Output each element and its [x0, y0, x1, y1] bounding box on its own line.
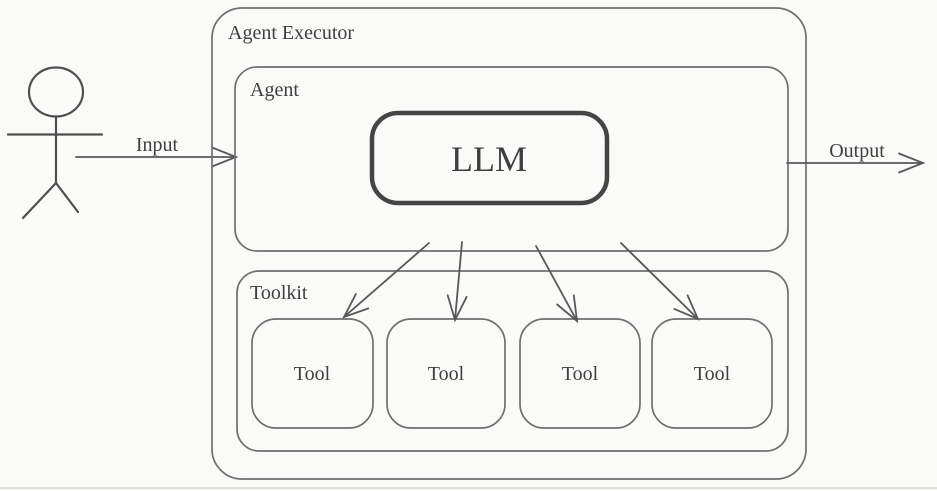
llm-to-tool-3-arrow	[535, 245, 579, 324]
input-label: Input	[136, 134, 179, 156]
stick-figure-head-icon	[27, 66, 85, 118]
tool-box-2	[386, 318, 506, 429]
tool-label-4: Tool	[694, 363, 731, 385]
stick-figure-left-leg	[21, 181, 58, 220]
llm-to-tool-2-arrow	[446, 241, 468, 323]
tool-box-1	[251, 318, 374, 429]
agent-label: Agent	[250, 79, 299, 101]
llm-to-tool-1-arrow	[342, 242, 430, 319]
toolkit-label: Toolkit	[250, 282, 308, 304]
stick-figure-right-leg	[54, 181, 80, 214]
agent-executor-label: Agent Executor	[228, 22, 354, 44]
llm-box	[369, 110, 610, 206]
llm-label: LLM	[451, 139, 527, 179]
tool-label-2: Tool	[428, 363, 465, 385]
llm-to-tool-4-arrow	[620, 242, 700, 321]
toolkit-box	[236, 270, 789, 452]
output-label: Output	[829, 140, 885, 162]
agent-box	[234, 66, 789, 252]
tool-box-4	[651, 318, 773, 429]
tool-label-3: Tool	[562, 363, 599, 385]
tool-box-3	[519, 318, 641, 429]
agent-executor-box	[211, 7, 807, 480]
tool-label-1: Tool	[294, 363, 331, 385]
user-stick-figure	[6, 66, 104, 220]
